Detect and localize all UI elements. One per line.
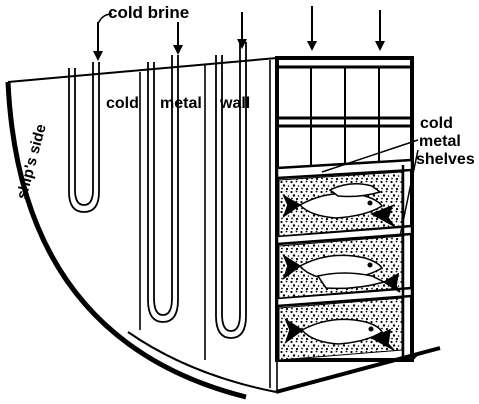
deck [275, 346, 441, 394]
fish-tail [370, 328, 395, 351]
deck-side [411, 351, 421, 361]
label-cold-metal-wall-3: wall [219, 95, 250, 112]
fish-tail [284, 318, 304, 345]
fish-tail [382, 272, 401, 293]
brine-coil-3 [215, 42, 247, 339]
fish-eye [367, 262, 373, 268]
fish-layer-3 [284, 318, 395, 351]
brine-inflow-arrows [93, 6, 385, 61]
label-cold-metal-wall-1: cold [106, 95, 139, 112]
deck-edge [275, 346, 441, 394]
shelves-leader-2 [399, 149, 419, 237]
fish-eye [367, 200, 373, 206]
label-cold-metal-shelves-1: cold [420, 115, 453, 132]
fish-tail [282, 194, 302, 218]
label-cold-brine: cold brine [108, 3, 189, 22]
brine-coil-1-inner [74, 62, 94, 206]
fish [300, 318, 383, 345]
fish-layer-2 [282, 254, 401, 293]
hull [5, 57, 278, 400]
hull-top-edge [7, 57, 278, 83]
shelves-leader [321, 139, 419, 173]
label-cold-metal-wall-2: metal [160, 95, 202, 112]
brine-coil-2 [147, 55, 179, 323]
fish-tail [370, 204, 395, 227]
cold-brine-leader [97, 13, 113, 25]
shelving-frame [275, 56, 414, 362]
hull-rim-curve [127, 331, 277, 393]
fish-eye [368, 326, 374, 332]
hull-outer-curve [5, 81, 247, 400]
fish [328, 183, 382, 198]
frame-outline [275, 56, 414, 362]
label-cold-metal-shelves-2: metal [419, 133, 461, 150]
brine-coils [68, 42, 247, 339]
shelf-top [275, 158, 414, 180]
fish-layer-1 [282, 183, 395, 227]
brine-coil-3-inner [221, 42, 241, 332]
label-cold-metal-shelves-3: shelves [416, 151, 475, 168]
fish-tail [282, 254, 302, 281]
brine-coil-2-inner [153, 55, 173, 316]
brine-coil-1 [68, 62, 100, 213]
